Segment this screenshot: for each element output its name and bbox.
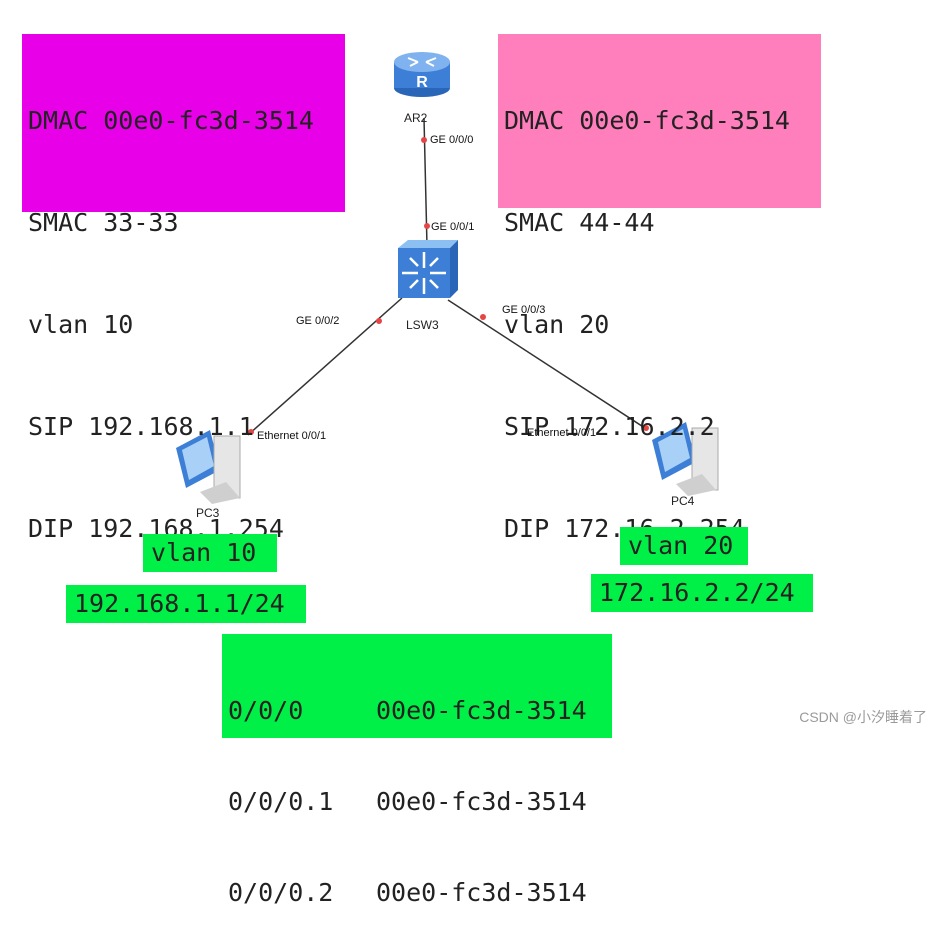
mac-table-mac: 00e0-fc3d-3514 [376,696,587,725]
switch-icon[interactable] [398,240,458,298]
svg-text:R: R [416,74,428,91]
pc-icon[interactable] [176,430,241,504]
port-dot [376,318,382,324]
pc3-name: PC3 [196,506,220,520]
frame-vlan: vlan 10 [28,310,134,339]
frame-vlan: vlan 20 [504,310,610,339]
pc3-vlan-label: vlan 10 [143,534,277,572]
frame-info-left: DMAC 00e0-fc3d-3514 SMAC 33-33 vlan 10 S… [22,34,345,543]
frame-dmac: DMAC 00e0-fc3d-3514 [504,106,790,135]
router-name: AR2 [404,111,428,125]
switch-port-right-label: GE 0/0/3 [502,304,546,316]
pc3-port-label: Ethernet 0/0/1 [257,430,327,442]
switch-port-up-label: GE 0/0/1 [431,221,475,233]
frame-sip: SIP 172.16.2.2 [504,412,715,441]
pc4-port-label: Ethernet 0/0/1 [527,427,597,439]
port-dot [421,137,427,143]
mac-table-row: 0/0/0.1 00e0-fc3d-3514 [228,785,606,818]
pc4-vlan-label: vlan 20 [620,527,748,565]
mac-table-mac: 00e0-fc3d-3514 [376,878,587,907]
frame-sip: SIP 192.168.1.1 [28,412,254,441]
port-dot [480,314,486,320]
mac-table-port: 0/0/0 [228,696,304,725]
topology-links: R [176,52,719,504]
frame-dmac: DMAC 00e0-fc3d-3514 [28,106,314,135]
pc4-ip-label: 172.16.2.2/24 [591,574,813,612]
router-icon[interactable]: R [394,52,450,97]
mac-table-port: 0/0/0.2 [228,878,334,907]
pc3-ip-label: 192.168.1.1/24 [66,585,306,623]
router-port-label: GE 0/0/0 [430,134,474,146]
link-switch-pc4 [447,299,649,431]
watermark: CSDN @小汐睡着了 [799,709,927,725]
frame-smac: SMAC 44-44 [504,208,655,237]
frame-smac: SMAC 33-33 [28,208,179,237]
switch-port-left-label: GE 0/0/2 [296,315,340,327]
router-mac-table: 0/0/0 00e0-fc3d-3514 0/0/0.1 00e0-fc3d-3… [222,634,612,907]
pc-icon[interactable] [652,422,719,496]
port-dot [643,425,649,431]
mac-table-mac: 00e0-fc3d-3514 [376,787,587,816]
mac-table-port: 0/0/0.1 [228,787,334,816]
frame-info-right: DMAC 00e0-fc3d-3514 SMAC 44-44 vlan 20 S… [498,34,821,543]
port-dot [248,429,254,435]
mac-table-row: 0/0/0.2 00e0-fc3d-3514 [228,876,606,909]
pc4-name: PC4 [671,494,695,508]
mac-table-row: 0/0/0 00e0-fc3d-3514 [228,694,606,727]
port-dot [424,223,430,229]
switch-name: LSW3 [406,318,439,332]
